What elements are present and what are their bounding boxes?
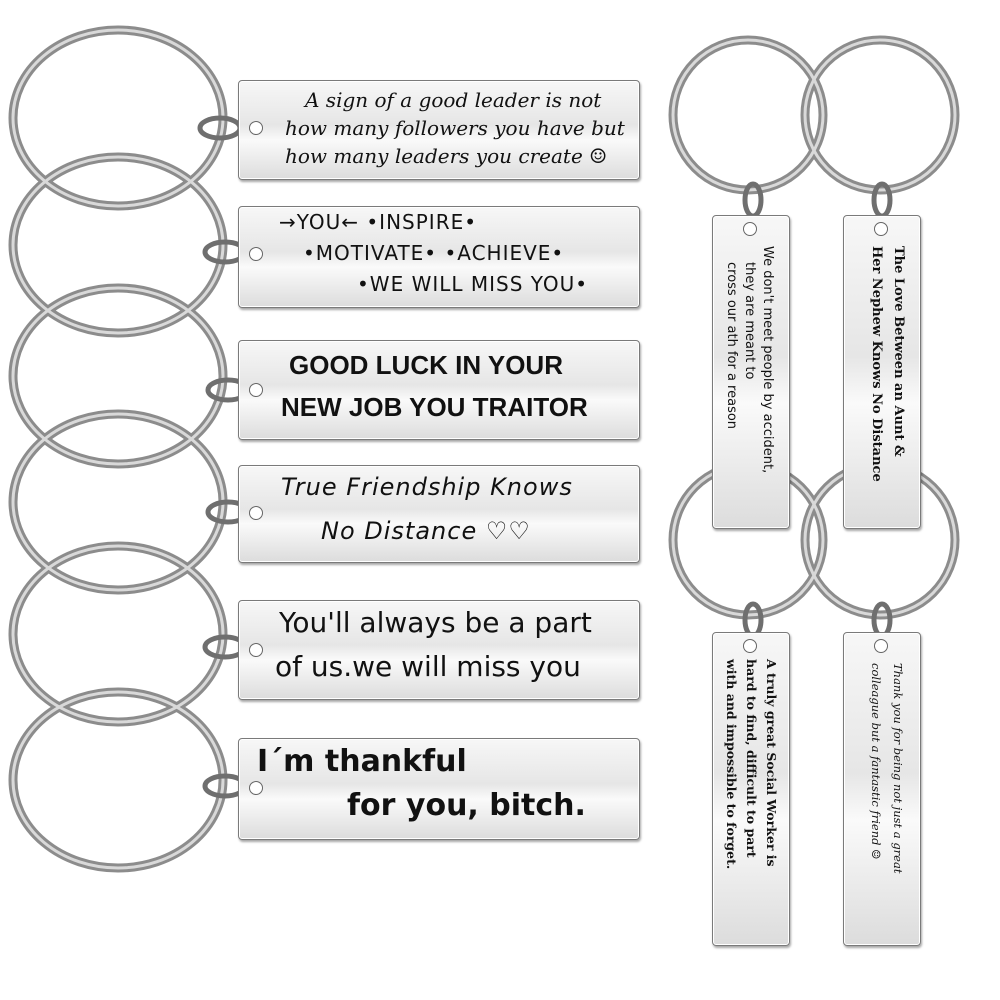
tag-hole: [249, 781, 263, 795]
tag-text-line: of us.we will miss you: [275, 650, 581, 683]
tag-text-line: GOOD LUCK IN YOUR: [289, 350, 563, 380]
tag-text-line: →YOU← •INSPIRE•: [279, 210, 478, 234]
tag-hole: [249, 121, 263, 135]
tag-text-line: Her Nephew Knows No Distance: [869, 246, 884, 482]
tag-hole: [249, 643, 263, 657]
keychain-tag-colleague: Thank you for being not just a great col…: [843, 632, 921, 946]
tag-text-line: colleague but a fantastic friend ☺: [869, 663, 883, 860]
keychain-tag-traitor: GOOD LUCK IN YOUR NEW JOB YOU TRAITOR: [238, 340, 640, 440]
tag-text-line: •WE WILL MISS YOU•: [357, 272, 589, 296]
tag-text-line: A sign of a good leader is not: [305, 88, 602, 112]
tag-text-line: You'll always be a part: [279, 606, 592, 639]
tag-text-line: they are meant to: [742, 262, 757, 380]
tag-hole: [249, 506, 263, 520]
keychain-tag-aunt: The Love Between an Aunt & Her Nephew Kn…: [843, 215, 921, 529]
keychain-tag-leader: A sign of a good leader is not how many …: [238, 80, 640, 180]
tag-hole: [249, 247, 263, 261]
keychain-tag-accident: We don't meet people by accident, they a…: [712, 215, 790, 529]
keychain-tag-part-of-us: You'll always be a part of us.we will mi…: [238, 600, 640, 700]
tag-text-line: how many followers you have but: [285, 116, 625, 140]
tag-text-line: for you, bitch.: [347, 788, 586, 823]
tag-text-line: A truly great Social Worker is: [764, 659, 779, 867]
tag-text-line: Thank you for being not just a great: [891, 663, 905, 874]
tag-text-line: how many leaders you create ☺: [285, 144, 608, 168]
tag-text-line: I´m thankful: [257, 744, 467, 779]
tag-text-line: No Distance ♡♡: [321, 517, 531, 545]
tag-hole: [249, 383, 263, 397]
tag-text-line: The Love Between an Aunt &: [891, 246, 906, 457]
keychain-tag-thankful: I´m thankful for you, bitch.: [238, 738, 640, 840]
tag-text-line: hard to find, difficult to part: [744, 659, 759, 858]
tag-text-line: •MOTIVATE• •ACHIEVE•: [303, 241, 565, 265]
tag-hole: [743, 639, 757, 653]
tag-text-line: True Friendship Knows: [281, 473, 573, 501]
tag-hole: [874, 639, 888, 653]
tag-text-line: with and impossible to forget.: [724, 659, 739, 870]
tag-text-line: NEW JOB YOU TRAITOR: [281, 392, 588, 422]
tag-hole: [874, 222, 888, 236]
tag-text-line: We don't meet people by accident,: [760, 246, 775, 474]
tag-hole: [743, 222, 757, 236]
tag-text-line: cross our ath for a reason: [724, 262, 739, 430]
keychain-tag-social-worker: A truly great Social Worker is hard to f…: [712, 632, 790, 946]
keychain-tag-friendship: True Friendship Knows No Distance ♡♡: [238, 465, 640, 563]
keychain-tag-inspire: →YOU← •INSPIRE• •MOTIVATE• •ACHIEVE• •WE…: [238, 206, 640, 308]
